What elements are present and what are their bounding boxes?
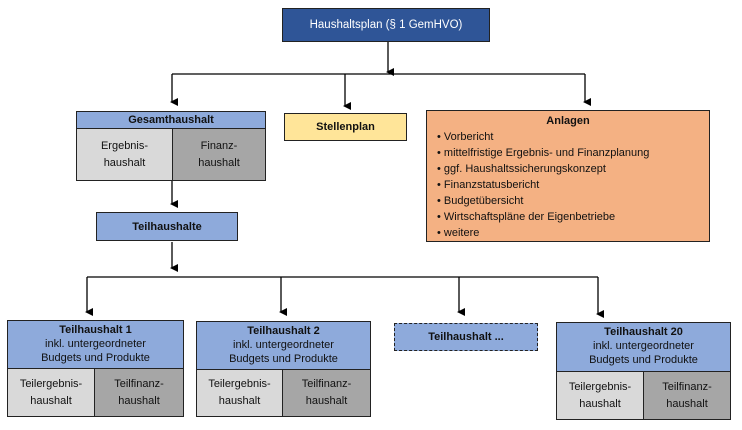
teilhaushalt-title: Teilhaushalt 1 (59, 324, 132, 336)
teilhaushalt-sub: inkl. untergeordneter (593, 340, 694, 352)
gesamthaushalt-box: Gesamthaushalt Ergebnis- haushalt Finanz… (76, 111, 266, 181)
ergebnishaushalt-cell: Ergebnis- haushalt (77, 129, 172, 180)
teilfinanzhaushalt-cell: Teilfinanz- haushalt (282, 370, 370, 416)
teilhaushalt-box: Teilhaushalt 20 inkl. untergeordneter Bu… (556, 322, 731, 420)
anlagen-box: Anlagen Vorbericht mittelfristige Ergebn… (426, 110, 710, 242)
teilhaushalt-header: Teilhaushalt 2 inkl. untergeordneter Bud… (197, 322, 370, 370)
teilhaushalt-sub: inkl. untergeordneter (45, 338, 146, 350)
teilergebnishaushalt-cell: Teilergebnis- haushalt (197, 370, 282, 416)
haushaltsplan-label: Haushaltsplan (§ 1 GemHVO) (309, 19, 463, 31)
finanzhaushalt-cell: Finanz- haushalt (172, 129, 265, 180)
stellenplan-box: Stellenplan (284, 113, 407, 141)
teilhaushalte-label: Teilhaushalte (132, 220, 202, 233)
anlagen-item: Budgetübersicht (437, 193, 699, 209)
anlagen-item: Finanzstatusbericht (437, 177, 699, 193)
teilhaushalt-header: Teilhaushalt 1 inkl. untergeordneter Bud… (8, 321, 183, 369)
teilhaushalt-title: Teilhaushalt 20 (604, 326, 683, 338)
teilhaushalt-header: Teilhaushalt 20 inkl. untergeordneter Bu… (557, 323, 730, 372)
teilhaushalte-box: Teilhaushalte (96, 212, 238, 241)
teilhaushalt-title: Teilhaushalt 2 (247, 325, 320, 337)
teilhaushalt-ellipsis-box: Teilhaushalt ... (394, 323, 538, 351)
anlagen-item: ggf. Haushaltssicherungskonzept (437, 161, 699, 177)
teilfinanzhaushalt-cell: Teilfinanz- haushalt (643, 372, 730, 419)
anlagen-title: Anlagen (546, 115, 590, 127)
teilhaushalt-sub: inkl. untergeordneter (233, 339, 334, 351)
anlagen-item: weitere (437, 225, 699, 241)
teilhaushalt-sub: Budgets und Produkte (589, 354, 698, 366)
gesamthaushalt-title: Gesamthaushalt (77, 112, 265, 129)
haushaltsplan-box: Haushaltsplan (§ 1 GemHVO) (282, 8, 490, 42)
teilhaushalt-sub: Budgets und Produkte (41, 352, 150, 364)
stellenplan-label: Stellenplan (316, 121, 375, 133)
teilhaushalt-box: Teilhaushalt 2 inkl. untergeordneter Bud… (196, 321, 371, 417)
teilergebnishaushalt-cell: Teilergebnis- haushalt (557, 372, 643, 419)
anlagen-item: Wirtschaftspläne der Eigenbetriebe (437, 209, 699, 225)
teilhaushalt-box: Teilhaushalt 1 inkl. untergeordneter Bud… (7, 320, 184, 417)
teilhaushalt-ellipsis-label: Teilhaushalt ... (428, 331, 504, 343)
teilfinanzhaushalt-cell: Teilfinanz- haushalt (94, 369, 183, 416)
anlagen-item: mittelfristige Ergebnis- und Finanzplanu… (437, 145, 699, 161)
anlagen-item: Vorbericht (437, 129, 699, 145)
anlagen-list: Vorbericht mittelfristige Ergebnis- und … (437, 129, 699, 241)
teilhaushalt-sub: Budgets und Produkte (229, 353, 338, 365)
teilergebnishaushalt-cell: Teilergebnis- haushalt (8, 369, 94, 416)
